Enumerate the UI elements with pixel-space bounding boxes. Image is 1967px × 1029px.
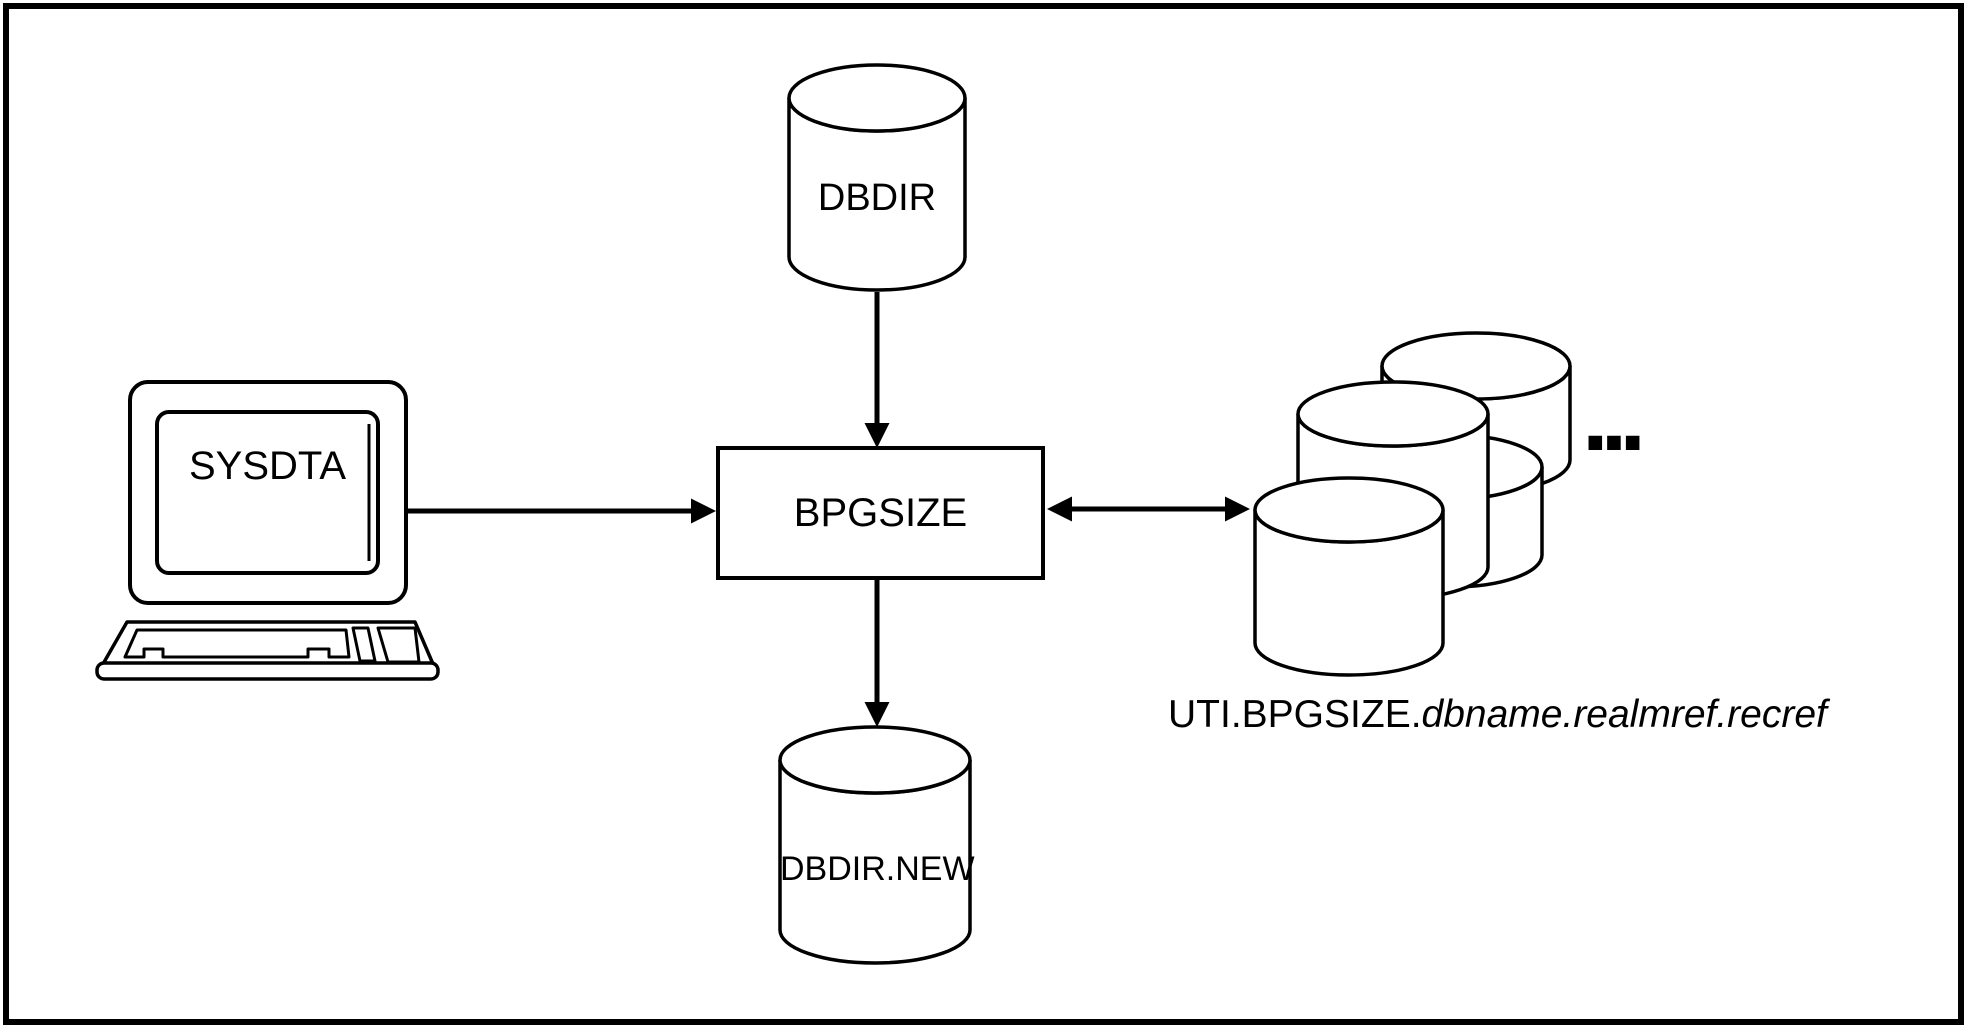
dbdir-new-cylinder-icon bbox=[778, 725, 972, 965]
cluster-cylinder-front bbox=[1253, 476, 1445, 677]
dbdir-new-label: DBDIR.NEW bbox=[780, 850, 975, 888]
keyboard-side-key-1 bbox=[351, 626, 377, 663]
workfiles-filename-prefix: UTI.BPGSIZE. bbox=[1168, 693, 1422, 736]
bpgsize-label-text: BPGSIZE bbox=[793, 491, 968, 535]
dbdir-label: DBDIR bbox=[817, 177, 937, 219]
monitor-screen bbox=[155, 410, 380, 575]
workfiles-filename-variable: dbname.realmref.recref bbox=[1421, 693, 1827, 736]
keyboard-side-key-2 bbox=[376, 626, 421, 664]
database-cluster-icon bbox=[1253, 331, 1572, 677]
bpgsize-label: BPGSIZE bbox=[718, 448, 1043, 578]
bpgsize-process-box bbox=[716, 446, 1045, 580]
terminal-icon bbox=[95, 380, 440, 681]
workfiles-filename-label: UTI.BPGSIZE.dbname.realmref.recref bbox=[1168, 693, 1827, 738]
dbdir-cylinder-icon bbox=[787, 63, 967, 292]
keyboard-base bbox=[95, 661, 440, 681]
keyboard-key-area bbox=[123, 628, 351, 659]
ellipsis-more-indicator: ... bbox=[1582, 364, 1640, 471]
sysdta-label: SYSDTA bbox=[188, 444, 347, 488]
